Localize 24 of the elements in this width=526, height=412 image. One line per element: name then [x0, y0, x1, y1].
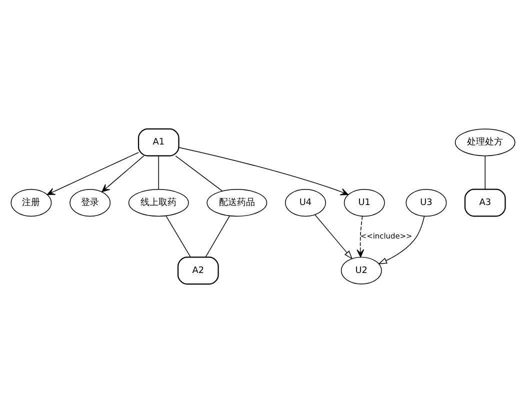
arrow — [356, 215, 364, 257]
connector — [166, 215, 191, 257]
node-ellipse: U4 — [284, 188, 326, 216]
node-ellipse: 登录 — [70, 188, 111, 216]
node-ellipse: 线上取药 — [128, 188, 189, 216]
node-ellipse: 配送药品 — [206, 188, 268, 216]
node-box: A1 — [138, 128, 180, 156]
node-box: A2 — [177, 256, 219, 284]
arrow — [178, 146, 348, 195]
node-ellipse: U2 — [340, 256, 382, 284]
connector — [175, 155, 223, 191]
arrow — [378, 216, 425, 264]
arrow — [314, 214, 353, 259]
connector — [158, 155, 160, 190]
node-ellipse: 处理处方 — [454, 128, 516, 156]
arrow — [102, 155, 144, 192]
node-ellipse: 注册 — [10, 188, 52, 216]
node-box: A3 — [464, 188, 506, 216]
node-ellipse: U3 — [406, 188, 447, 216]
arrow — [46, 152, 139, 194]
connector — [484, 155, 486, 190]
connector — [205, 215, 230, 257]
edge-label: <<include>> — [360, 231, 412, 240]
node-ellipse: U1 — [344, 188, 385, 216]
